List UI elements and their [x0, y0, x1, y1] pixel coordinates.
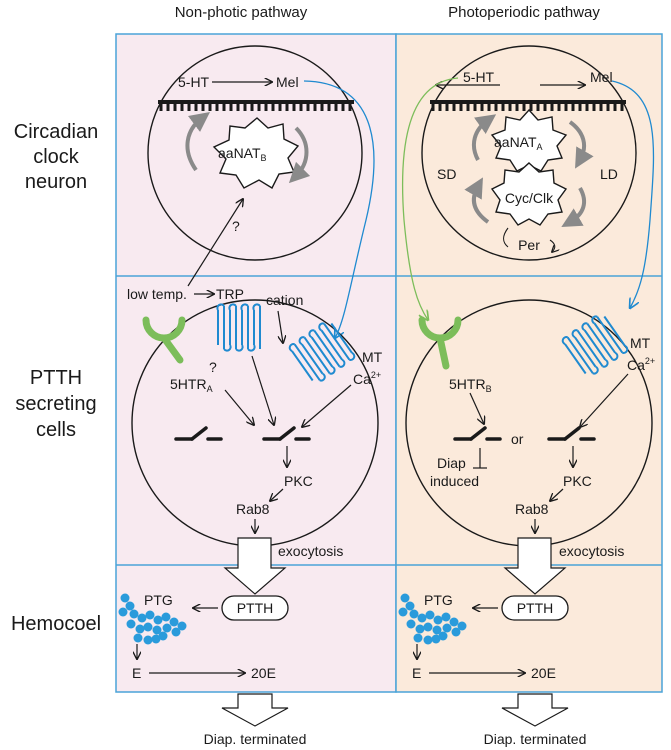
right-cycle-arrow-1	[471, 114, 497, 161]
right-ca-arrow	[580, 373, 629, 427]
right-cycle-arrow-3	[464, 177, 490, 224]
right-sd: SD	[437, 166, 456, 182]
trp-to-switch-arrow	[251, 355, 274, 425]
left-switch-2-icon	[262, 426, 311, 441]
left-5htr-label: 5HTRA	[170, 376, 213, 394]
right-per-loop-right	[549, 239, 555, 252]
right-5htr-receptor-icon	[418, 316, 462, 370]
right-inhibit-icon	[473, 448, 487, 469]
left-mel-to-mt-arrow	[303, 80, 375, 338]
left-rab8-label: Rab8	[236, 501, 270, 517]
left-ptg-label: PTG	[144, 592, 173, 608]
right-5htr-arrow	[469, 392, 484, 424]
right-pkc-label: PKC	[563, 473, 592, 489]
left-exocytosis-label: exocytosis	[278, 543, 343, 559]
low-temp-arrow	[187, 199, 243, 287]
left-question-1: ?	[232, 218, 240, 234]
left-neuron-circle	[147, 45, 363, 261]
right-switch-1-icon	[453, 426, 502, 441]
right-rab8-label: Rab8	[515, 501, 549, 517]
svg-text:clock: clock	[33, 146, 80, 168]
right-induced-label: induced	[430, 473, 479, 489]
left-mel: Mel	[276, 74, 299, 90]
right-5ht: 5-HT	[463, 69, 495, 85]
cation-arrow	[277, 310, 283, 343]
right-ptg-label: PTG	[424, 592, 453, 608]
right-ld: LD	[600, 166, 618, 182]
right-mel: Mel	[590, 69, 613, 85]
left-ptth-label: PTTH	[237, 600, 274, 616]
right-exocytosis-arrow	[503, 537, 567, 595]
left-e-label: E	[132, 665, 141, 681]
right-mel-to-mt-arrow	[611, 80, 655, 308]
right-ptth-label: PTTH	[517, 600, 554, 616]
right-mt-label: MT	[630, 335, 651, 351]
right-ptth-box	[501, 595, 569, 621]
right-e-label: E	[412, 665, 421, 681]
right-mt-receptor-icon	[561, 315, 629, 375]
right-per-loop-left	[502, 227, 509, 248]
trp-channel-icon	[216, 303, 261, 352]
left-20e-label: 20E	[251, 665, 276, 681]
left-terminated-arrow	[221, 693, 289, 727]
right-cycle-arrow-2	[568, 120, 594, 169]
header-non-photic: Non-photic pathway	[175, 4, 308, 21]
right-ptg-gland-icon	[398, 593, 467, 645]
right-terminated-label: Diap. terminated	[484, 731, 587, 747]
left-switch-1-icon	[174, 426, 223, 441]
left-membrane-bar	[158, 100, 354, 111]
right-aanat: aaNATA	[494, 134, 543, 152]
right-cycle-arrow-4	[561, 187, 587, 227]
right-neuron-circle	[421, 45, 637, 261]
left-5htr-receptor-icon	[142, 316, 186, 364]
cation-label: cation	[266, 292, 303, 308]
left-pkc-arrow	[270, 488, 284, 501]
svg-text:secreting: secreting	[15, 393, 96, 415]
right-pkc-arrow	[550, 488, 564, 501]
left-pkc-label: PKC	[284, 473, 313, 489]
svg-text:Circadian: Circadian	[14, 121, 98, 143]
left-ptth-box	[221, 595, 289, 621]
left-ptg-gland-icon	[118, 593, 187, 645]
right-switch-2-icon	[547, 426, 596, 441]
right-5ht-to-receptor-arrow	[401, 77, 459, 320]
row-label-circadian: Circadian clock neuron	[14, 121, 98, 193]
left-terminated-label: Diap. terminated	[204, 731, 307, 747]
right-exocytosis-label: exocytosis	[559, 543, 624, 559]
left-cycle-arrow-up	[185, 111, 210, 172]
left-question-2: ?	[209, 359, 217, 375]
left-mt-label: MT	[362, 349, 383, 365]
right-per: Per	[518, 237, 540, 253]
left-5ht: 5-HT	[178, 74, 210, 90]
left-5htr-arrow	[224, 389, 254, 425]
right-cycclk-star	[490, 162, 568, 226]
left-ca-label: Ca2+	[353, 370, 381, 387]
left-aanat: aaNATB	[218, 145, 267, 163]
right-membrane-bar	[430, 100, 626, 111]
right-cycclk: Cyc/Clk	[505, 190, 554, 206]
right-5htr-label: 5HTRB	[449, 376, 492, 394]
svg-text:neuron: neuron	[25, 171, 87, 193]
left-mt-receptor-icon	[288, 322, 356, 382]
right-diap-label: Diap	[437, 455, 466, 471]
left-cycle-arrow-down	[288, 126, 311, 184]
right-or-label: or	[511, 431, 524, 447]
header-photoperiodic: Photoperiodic pathway	[448, 4, 600, 21]
low-temp-label: low temp.	[127, 286, 187, 302]
right-terminated-arrow	[501, 693, 569, 727]
row-label-hemocoel: Hemocoel	[11, 613, 101, 635]
right-ca-label: Ca2+	[627, 356, 655, 373]
right-20e-label: 20E	[531, 665, 556, 681]
trp-label: TRP	[216, 286, 244, 302]
left-exocytosis-arrow	[223, 537, 287, 595]
row-label-ptth: PTTH secreting cells	[15, 367, 96, 441]
svg-text:PTTH: PTTH	[30, 367, 82, 389]
left-aanat-star	[212, 117, 300, 189]
svg-text:cells: cells	[36, 419, 76, 441]
left-ca-arrow	[302, 384, 352, 427]
